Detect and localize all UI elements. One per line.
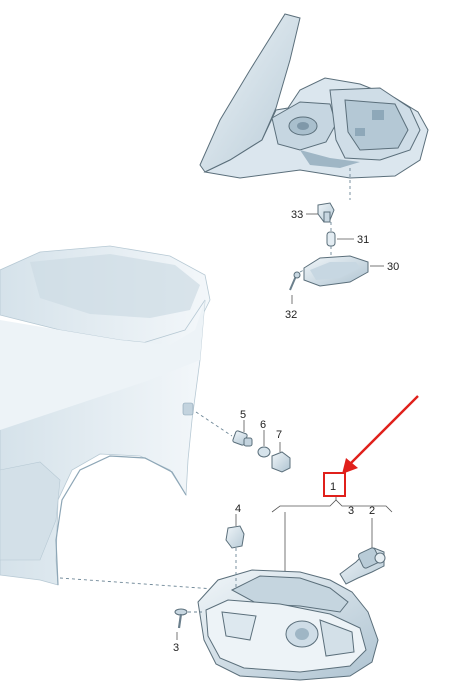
part-2-bulb — [339, 547, 386, 585]
wheel-arch — [55, 455, 187, 586]
windshield-shadow — [30, 254, 200, 318]
leader-bumper — [59, 577, 229, 591]
part-33-bulb-holder: 33 — [291, 202, 335, 223]
fender-upper — [0, 300, 205, 430]
mirror-assembly — [199, 13, 429, 200]
callout-2: 2 — [369, 505, 375, 517]
side-marker-parts: 33 31 30 32 — [285, 202, 399, 321]
part-32-screw: 32 — [285, 271, 301, 321]
part-3-screw: 3 — [173, 608, 188, 654]
small-parts-5-6-7: 5 6 7 — [195, 409, 291, 473]
callout-5: 5 — [240, 409, 246, 421]
callout-31: 31 — [357, 234, 369, 246]
part-7-bulb-socket: 7 — [271, 429, 291, 473]
callout-33: 33 — [291, 209, 303, 221]
callout-4: 4 — [235, 503, 241, 515]
lamp-facet — [221, 611, 257, 641]
callout-6: 6 — [260, 419, 266, 431]
callout-1: 1 — [330, 481, 336, 493]
mirror-frame-inner — [344, 99, 409, 151]
mirror-clip — [372, 110, 384, 120]
callout-30: 30 — [387, 261, 399, 273]
part-5-clip: 5 — [232, 409, 253, 447]
part-4-clip-nut: 4 — [225, 503, 245, 549]
callout-3-bottom: 3 — [173, 642, 179, 654]
mirror-base — [300, 150, 360, 168]
lamp-reflector-center — [295, 628, 309, 640]
bumper-edge — [0, 461, 61, 561]
highlight-box — [323, 472, 346, 497]
mirror-clip-2 — [355, 128, 365, 136]
callout-7: 7 — [276, 429, 282, 441]
car-body — [0, 245, 229, 591]
mirror-motor-hub — [297, 122, 309, 130]
lamp-facet-2 — [319, 619, 355, 657]
part-30-side-marker: 30 — [303, 255, 399, 287]
part-31-bulb: 31 — [326, 231, 369, 247]
part-6-gasket: 6 — [257, 419, 271, 458]
callout-3-top: 3 — [348, 505, 354, 517]
callout-32: 32 — [285, 309, 297, 321]
leader-5 — [195, 411, 233, 437]
lamp-assembly: 1 3 2 4 — [173, 395, 419, 681]
side-marker-opening — [182, 402, 194, 416]
highlight-arrow-shaft — [349, 395, 419, 465]
highlight-arrow-head — [342, 458, 358, 474]
leader-32 — [299, 269, 305, 273]
